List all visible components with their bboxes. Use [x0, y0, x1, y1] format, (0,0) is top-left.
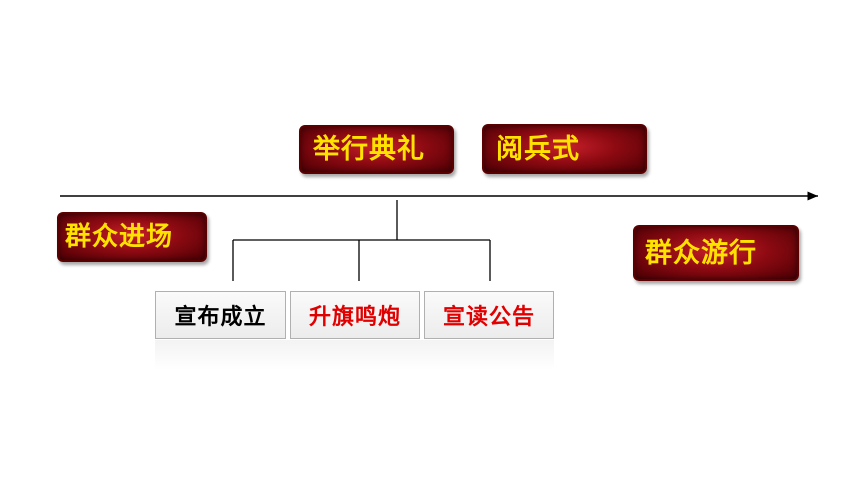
node-military-parade-label: 阅兵式 [496, 133, 580, 165]
node-raise-flag-salute-label: 升旗鸣炮 [308, 304, 401, 330]
node-crowd-entry: 群众进场 [57, 212, 207, 262]
node-hold-ceremony-label: 举行典礼 [313, 134, 425, 165]
boxes-reflection [155, 340, 554, 370]
node-crowd-parade: 群众游行 [633, 225, 799, 281]
node-crowd-entry-label: 群众进场 [65, 222, 174, 252]
node-military-parade: 阅兵式 [482, 124, 647, 174]
node-crowd-parade-label: 群众游行 [645, 237, 757, 269]
node-announce-founding-label: 宣布成立 [174, 304, 267, 330]
node-read-proclamation: 宣读公告 [424, 291, 554, 339]
node-hold-ceremony: 举行典礼 [299, 125, 454, 174]
node-read-proclamation-label: 宣读公告 [442, 304, 535, 330]
node-raise-flag-salute: 升旗鸣炮 [290, 291, 420, 339]
node-announce-founding: 宣布成立 [155, 291, 286, 339]
